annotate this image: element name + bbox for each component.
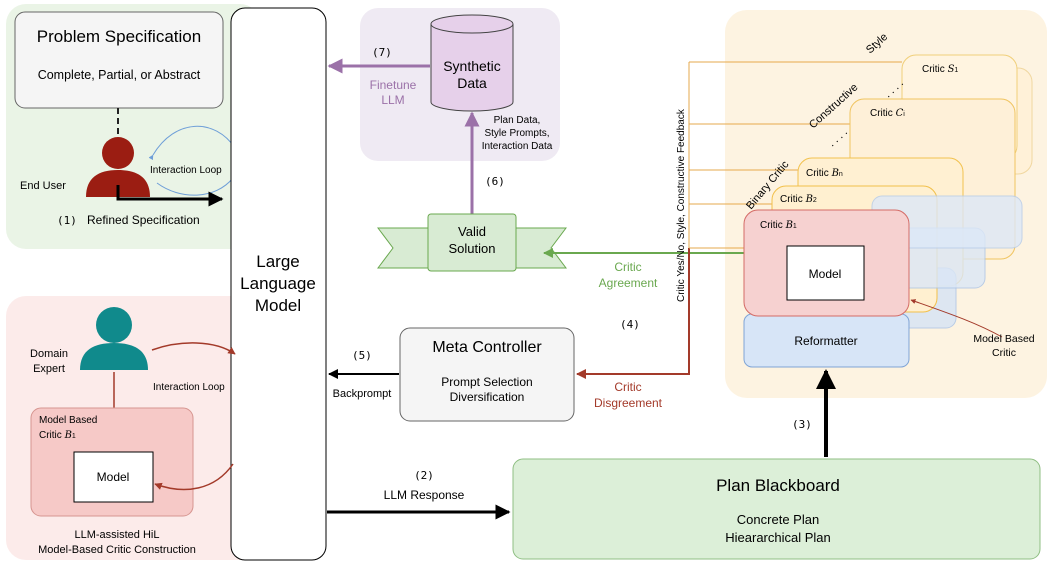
synthetic-data-cylinder	[430, 14, 514, 112]
synthetic-note2: Style Prompts,	[484, 128, 549, 139]
step-4-label: (4)	[620, 318, 640, 331]
domain-caption1: LLM-assisted HiL	[75, 529, 160, 541]
valid-line1: Valid	[458, 224, 486, 239]
domain-expert-icon	[80, 307, 148, 370]
expert-loop-arrow	[151, 342, 236, 355]
blackboard-line1: Concrete Plan	[737, 512, 819, 527]
end-user-label: End User	[20, 180, 66, 192]
synthetic-note3: Interaction Data	[482, 141, 553, 152]
interaction-loop-label: Interaction Loop	[150, 165, 222, 176]
domain-caption2: Model-Based Critic Construction	[38, 544, 196, 556]
agreement-line2: Agreement	[599, 276, 658, 290]
critic-c1-label: Critic Ci	[870, 108, 905, 119]
problem-spec-subtitle: Complete, Partial, or Abstract	[38, 68, 201, 82]
blackboard-title: Plan Blackboard	[716, 476, 840, 495]
valid-line2: Solution	[449, 241, 496, 256]
end-user-icon	[86, 137, 150, 197]
critic-b1-label: Critic B1	[760, 220, 797, 231]
finetune-line2: LLM	[381, 93, 404, 107]
agreement-line1: Critic	[614, 260, 641, 274]
step-2-label: (2)	[414, 469, 434, 482]
domain-line2: Expert	[33, 363, 65, 375]
synthetic-line1: Synthetic	[443, 58, 501, 74]
critic-disagreement-arrow	[576, 248, 690, 379]
step-7-label: (7)	[372, 46, 392, 59]
domain-mbc-line2: Critic B1	[39, 430, 76, 441]
refined-spec-label: Refined Specification	[87, 213, 200, 227]
meta-title: Meta Controller	[432, 339, 542, 356]
feedback-label: Critic Yes/No, Style, Constructive Feedb…	[676, 108, 687, 302]
critic-b1-model-box	[786, 245, 865, 301]
synthetic-line2: Data	[457, 75, 487, 91]
critic-b1-model-label: Model	[809, 267, 842, 281]
problem-spec-title: Problem Specification	[37, 27, 201, 46]
llm-line3: Model	[255, 296, 301, 315]
meta-line2: Diversification	[450, 390, 525, 404]
disagree-line2: Disgreement	[594, 396, 663, 410]
reformatter-label: Reformatter	[794, 334, 857, 348]
blackboard-line2: Hieararchical Plan	[725, 530, 831, 545]
llm-response-label: LLM Response	[384, 488, 465, 502]
domain-model-box	[73, 451, 154, 503]
domain-interaction-loop: Interaction Loop	[153, 382, 225, 393]
valid-solution-banner	[377, 213, 567, 272]
backprompt-label: Backprompt	[333, 388, 392, 400]
domain-line1: Domain	[30, 348, 68, 360]
domain-model-label: Model	[97, 470, 130, 484]
model-based1-label: Model Based	[973, 333, 1034, 345]
domain-mbc-line1: Model Based	[39, 415, 97, 426]
llm-box	[230, 7, 327, 561]
critic-stack	[743, 54, 1033, 368]
llm-line1: Large	[256, 252, 299, 271]
model-loop-arrow	[154, 463, 234, 491]
meta-line1: Prompt Selection	[441, 375, 532, 389]
synthetic-note1: Plan Data,	[494, 115, 541, 126]
step-6-label: (6)	[485, 175, 505, 188]
model-based2-label: Critic	[992, 347, 1016, 359]
model-based-critic-pointer	[910, 299, 1003, 338]
meta-controller-box	[399, 327, 575, 422]
step-5-label: (5)	[352, 349, 372, 362]
critic-bn-label: Critic Bn	[806, 168, 843, 179]
llm-line2: Language	[240, 274, 316, 293]
plan-blackboard-box	[512, 458, 1041, 560]
step-1-label: (1)	[57, 214, 77, 227]
finetune-line1: Finetune	[370, 78, 417, 92]
feedback-lines	[688, 61, 902, 249]
critic-b2-label: Critic B2	[780, 194, 817, 205]
disagree-line1: Critic	[614, 380, 641, 394]
step-3-label: (3)	[792, 418, 812, 431]
critic-s1-label: Critic S1	[922, 64, 958, 75]
